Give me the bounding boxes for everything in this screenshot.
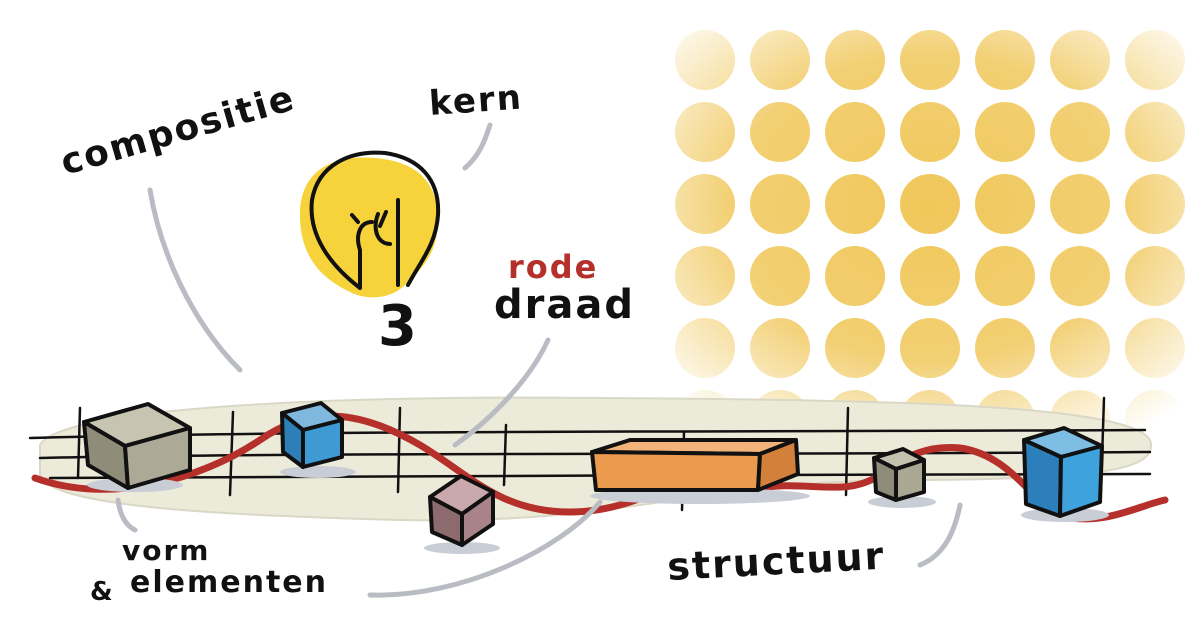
orange-bar xyxy=(590,438,810,504)
grey-cube xyxy=(82,402,192,492)
label-ampersand: & xyxy=(90,577,115,607)
label-kern-number: 3 xyxy=(378,294,419,359)
small-grey-cube xyxy=(868,447,936,508)
label-rode: rode xyxy=(508,248,598,286)
label-compositie: compositie xyxy=(56,78,300,184)
label-kern: kern xyxy=(428,78,524,124)
blue-cube xyxy=(280,401,356,478)
label-elementen: elementen xyxy=(130,565,328,600)
label-structuur: structuur xyxy=(666,534,886,589)
lightbulb-icon xyxy=(300,150,441,298)
label-draad: draad xyxy=(494,282,635,328)
dot-fade-overlay xyxy=(600,0,1200,460)
mauve-cube xyxy=(424,474,500,554)
large-blue-cube xyxy=(1021,426,1109,522)
connector-strokes xyxy=(115,122,963,598)
label-vorm: vorm xyxy=(122,534,210,567)
